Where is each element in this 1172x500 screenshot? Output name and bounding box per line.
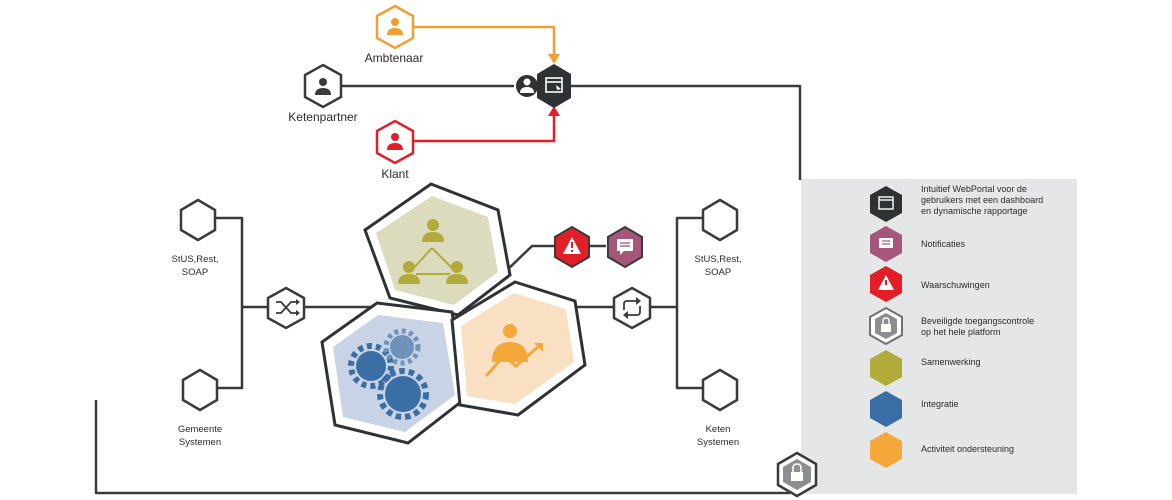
ambtenaar-label: Ambtenaar bbox=[365, 51, 424, 65]
user-icon bbox=[523, 78, 531, 86]
legend-activity-label: Activiteit ondersteuning bbox=[921, 444, 1014, 454]
klant-connector bbox=[414, 112, 556, 143]
portal-icon bbox=[537, 64, 571, 108]
sync-icon bbox=[623, 300, 641, 316]
legend-portal-line-3: en dynamische rapportage bbox=[921, 206, 1028, 216]
shuffle-icon bbox=[276, 301, 296, 314]
left-shuffle-node bbox=[266, 286, 306, 330]
legend-panel bbox=[801, 179, 1077, 494]
collaboration-hex bbox=[363, 182, 512, 317]
user-icon bbox=[391, 18, 399, 26]
activity-hex bbox=[450, 280, 587, 417]
legend-warning-label: Waarschuwingen bbox=[921, 280, 990, 290]
legend-integration-hex bbox=[870, 391, 902, 427]
right-sync-node bbox=[612, 286, 652, 330]
portal-node bbox=[514, 64, 571, 108]
ambtenaar-actor bbox=[375, 4, 415, 50]
notification-icon bbox=[617, 239, 633, 251]
ambtenaar-connector bbox=[414, 25, 556, 58]
gear-icon bbox=[348, 328, 429, 420]
ketenpartner-actor bbox=[303, 63, 343, 109]
user-icon bbox=[427, 219, 439, 231]
legend-portal-line-1: Intuitief WebPortal voor de bbox=[921, 184, 1027, 194]
user-icon bbox=[319, 78, 327, 86]
right-protocol-node bbox=[701, 198, 739, 242]
legend-activity-hex bbox=[870, 432, 902, 468]
warning-node bbox=[554, 225, 590, 269]
legend-notification-label: Notificaties bbox=[921, 239, 966, 249]
platform-lock-node bbox=[776, 451, 818, 498]
left-systems-label-2: Systemen bbox=[179, 437, 221, 448]
right-systems-node bbox=[701, 368, 739, 412]
legend-lock-line-2: op het hele platform bbox=[921, 327, 1001, 337]
klant-actor bbox=[375, 119, 415, 165]
klant-label: Klant bbox=[381, 167, 409, 181]
lock-icon bbox=[791, 472, 803, 481]
left-systems-node bbox=[181, 368, 219, 412]
integration-hex bbox=[320, 301, 468, 445]
legend-text: Intuitief WebPortal voor de gebruikers m… bbox=[921, 184, 1043, 454]
left-protocol-label-1: StUS,Rest, bbox=[172, 254, 219, 265]
legend-collaboration-hex bbox=[870, 350, 902, 386]
legend-lock-line-1: Beveiligde toegangscontrole bbox=[921, 316, 1034, 326]
left-protocol-node bbox=[179, 198, 217, 242]
right-systems-label-1: Keten bbox=[706, 424, 731, 435]
legend-integration-label: Integratie bbox=[921, 399, 959, 409]
right-protocol-label-2: SOAP bbox=[705, 267, 731, 278]
legend-icons bbox=[869, 186, 903, 468]
left-systems-label-1: Gemeente bbox=[178, 424, 222, 435]
left-protocol-label-2: SOAP bbox=[182, 267, 208, 278]
user-icon bbox=[391, 133, 399, 141]
connector-lines bbox=[94, 84, 802, 495]
right-protocol-label-1: StUS,Rest, bbox=[695, 254, 742, 265]
notification-node bbox=[607, 225, 643, 269]
legend-portal-line-2: gebruikers met een dashboard bbox=[921, 195, 1043, 205]
ketenpartner-label: Ketenpartner bbox=[288, 110, 357, 124]
legend-collaboration-label: Samenwerking bbox=[921, 357, 981, 367]
right-systems-label-2: Systemen bbox=[697, 437, 739, 448]
legend-portal-icon bbox=[870, 186, 902, 222]
activity-icon bbox=[492, 324, 528, 362]
